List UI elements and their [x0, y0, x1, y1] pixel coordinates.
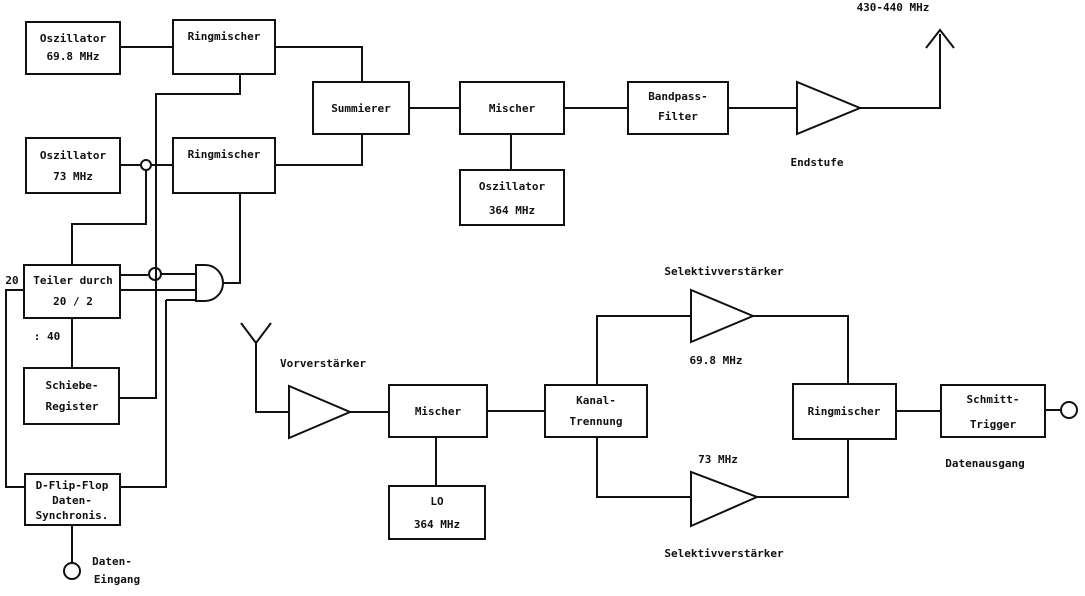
wires: [5, 28, 1078, 580]
block-oscillator-69-8: Oszillator 69.8 MHz: [25, 21, 121, 75]
block-schieberegister: Schiebe- Register: [23, 367, 120, 425]
schieberegister-line2: Register: [46, 400, 99, 413]
schmitt-line1: Schmitt-: [967, 393, 1020, 406]
oscillator-69-8-line2: 69.8 MHz: [47, 50, 100, 63]
tx-antenna: 430-440 MHz: [857, 1, 930, 14]
schieberegister-line1: Schiebe-: [46, 379, 99, 392]
mischer-tx-label: Mischer: [489, 102, 536, 115]
block-ringmischer-rx: Ringmischer: [792, 383, 897, 440]
oscillator-364-line1: Oszillator: [479, 180, 546, 193]
divider-40-label: : 40: [34, 330, 61, 343]
oscillator-69-8-line1: Oszillator: [40, 32, 107, 45]
block-summierer: Summierer: [312, 81, 410, 135]
block-oscillator-73: Oszillator 73 MHz: [25, 137, 121, 194]
selektiv-top-label: Selektivverstärker: [664, 265, 784, 278]
endstufe-label: Endstufe: [791, 156, 844, 169]
amplifier-selektiv-bottom: 73 MHz Selektivverstärker: [664, 453, 784, 560]
amplifier-vorverstaerker: Vorverstärker: [280, 357, 366, 440]
divider-20-label: 20: [5, 274, 18, 287]
datenausgang-label: Datenausgang: [945, 457, 1024, 470]
ringmischer-2-label: Ringmischer: [188, 148, 261, 161]
bandpass-line2: Filter: [658, 110, 698, 123]
amplifier-selektiv-top: Selektivverstärker 69.8 MHz: [664, 265, 784, 367]
data-input-line2: Eingang: [94, 573, 140, 586]
block-flipflop: D-Flip-Flop Daten- Synchronis.: [24, 473, 121, 526]
teiler-line1: Teiler durch: [33, 274, 112, 287]
selektiv-bottom-label: Selektivverstärker: [664, 547, 784, 560]
mischer-rx-label: Mischer: [415, 405, 462, 418]
tx-frequency-label: 430-440 MHz: [857, 1, 930, 14]
block-oscillator-364: Oszillator 364 MHz: [459, 169, 565, 226]
flipflop-line3: Synchronis.: [36, 509, 109, 522]
selektiv-bottom-freq: 73 MHz: [698, 453, 738, 466]
lo-line2: 364 MHz: [414, 518, 460, 531]
teiler-line2: 20 / 2: [53, 295, 93, 308]
block-kanaltrennung: Kanal- Trennung: [544, 384, 648, 438]
block-teiler: Teiler durch 20 / 2: [23, 264, 121, 319]
block-lo: LO 364 MHz: [388, 485, 486, 540]
kanaltrennung-line1: Kanal-: [576, 394, 616, 407]
block-ringmischer-2: Ringmischer: [172, 137, 276, 194]
ringmischer-rx-label: Ringmischer: [808, 405, 881, 418]
block-mischer-rx: Mischer: [388, 384, 488, 438]
lo-line1: LO: [430, 495, 444, 508]
block-schmitt-trigger: Schmitt- Trigger: [940, 384, 1046, 438]
ringmischer-1-label: Ringmischer: [188, 30, 261, 43]
summierer-label: Summierer: [331, 102, 391, 115]
bandpass-line1: Bandpass-: [648, 90, 708, 103]
flipflop-line2: Daten-: [52, 494, 92, 507]
oscillator-73-line2: 73 MHz: [53, 170, 93, 183]
block-mischer-tx: Mischer: [459, 81, 565, 135]
data-input-terminal: Daten- Eingang: [92, 555, 140, 586]
amplifier-endstufe: Endstufe: [791, 80, 863, 169]
schmitt-line2: Trigger: [970, 418, 1017, 431]
oscillator-73-line1: Oszillator: [40, 149, 107, 162]
flipflop-line1: D-Flip-Flop: [36, 479, 109, 492]
kanaltrennung-line2: Trennung: [570, 415, 623, 428]
block-ringmischer-1: Ringmischer: [172, 19, 276, 75]
vorverstaerker-label: Vorverstärker: [280, 357, 366, 370]
oscillator-364-line2: 364 MHz: [489, 204, 535, 217]
data-output-terminal: Datenausgang: [945, 457, 1024, 470]
data-input-line1: Daten-: [92, 555, 132, 568]
selektiv-top-freq: 69.8 MHz: [690, 354, 743, 367]
block-bandpass-filter: Bandpass- Filter: [627, 81, 729, 135]
